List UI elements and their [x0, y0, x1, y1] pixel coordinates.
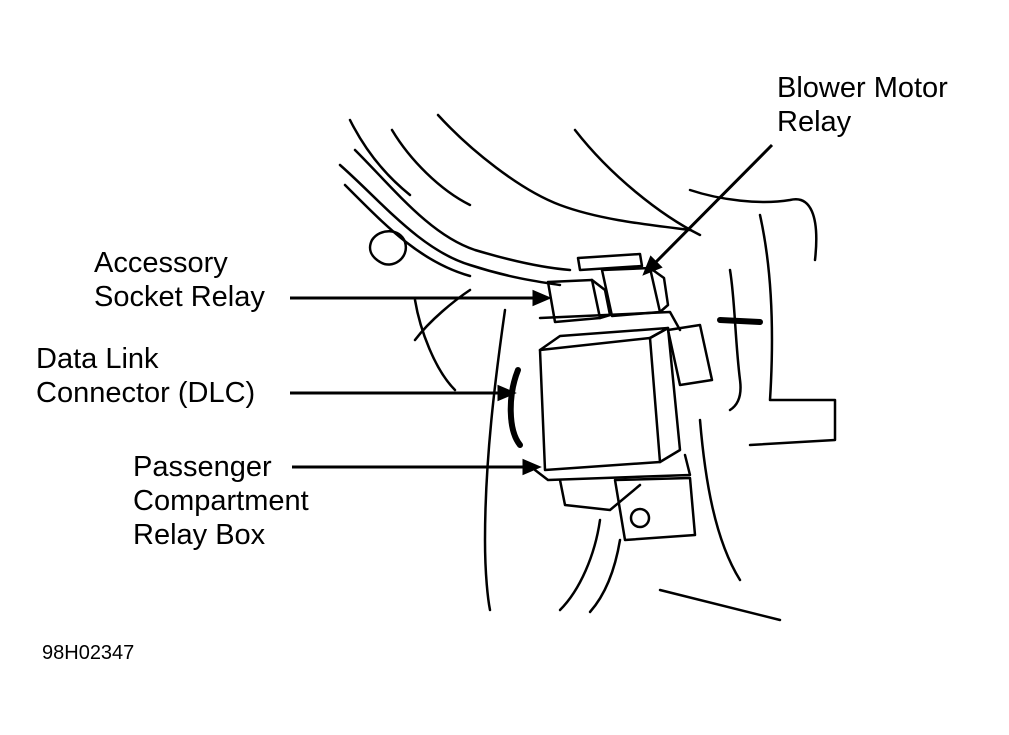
arrowhead-data-link-connector [497, 384, 517, 402]
blower-relay-body [600, 266, 662, 318]
harness-upper [338, 163, 562, 287]
pillar-left-3 [413, 298, 457, 392]
label-blower-motor-relay-line-1: Blower Motor [777, 72, 948, 104]
harness-outer-2 [390, 128, 472, 207]
leader-blower-motor-relay [650, 143, 774, 268]
arrowhead-accessory-socket-relay [532, 289, 552, 307]
label-accessory-socket-relay: Accessory Socket Relay [94, 246, 265, 314]
wire-right [728, 268, 742, 412]
label-blower-motor-relay: Blower Motor Relay [777, 71, 948, 139]
mount-bracket [613, 476, 697, 542]
cowl-line [688, 188, 818, 262]
dlc-body [507, 367, 523, 448]
relay-box-side [648, 326, 682, 464]
harness-upper-3 [343, 183, 472, 278]
kick-panel-lower [698, 418, 742, 582]
harness-upper-2 [353, 148, 572, 272]
label-data-link-connector-line-1: Data Link [36, 343, 159, 375]
dash-panel-edge [573, 128, 702, 237]
arrowhead-blower-motor-relay [642, 255, 663, 276]
label-data-link-connector-line-2: Connector (DLC) [36, 377, 256, 409]
relay-box-front [538, 336, 662, 472]
lower-harness-2 [588, 538, 622, 614]
relay-box-base [533, 453, 692, 482]
bracket-lower [558, 478, 642, 512]
accessory-relay-side [590, 278, 612, 320]
label-passenger-relay-box-line-1: Passenger [133, 451, 272, 483]
relay-socket-base [538, 310, 682, 332]
kick-panel-right [748, 213, 837, 447]
side-connector [666, 323, 714, 387]
label-accessory-socket-relay-line-2: Socket Relay [94, 281, 265, 313]
pillar-left-2 [413, 288, 472, 342]
label-passenger-compartment-relay-box: Passenger Compartment Relay Box [133, 450, 309, 552]
harness-outer [348, 118, 412, 197]
lower-harness [558, 518, 602, 612]
figure-id: 98H02347 [42, 642, 135, 664]
pillar-left [483, 308, 507, 612]
blower-relay-side [648, 266, 670, 314]
label-blower-motor-relay-line-2: Relay [777, 106, 852, 138]
dash-panel-outline [436, 113, 692, 232]
arrowhead-passenger-relay-box [522, 458, 542, 476]
floor-line [658, 588, 782, 622]
connector-top [576, 252, 644, 272]
wire-right-tape [717, 317, 763, 325]
harness-clip [368, 230, 408, 266]
label-passenger-relay-box-line-3: Relay Box [133, 519, 266, 551]
label-passenger-relay-box-line-2: Compartment [133, 485, 309, 517]
mount-bolt [629, 507, 651, 529]
label-data-link-connector: Data Link Connector (DLC) [36, 342, 255, 410]
label-accessory-socket-relay-line-1: Accessory [94, 247, 228, 279]
